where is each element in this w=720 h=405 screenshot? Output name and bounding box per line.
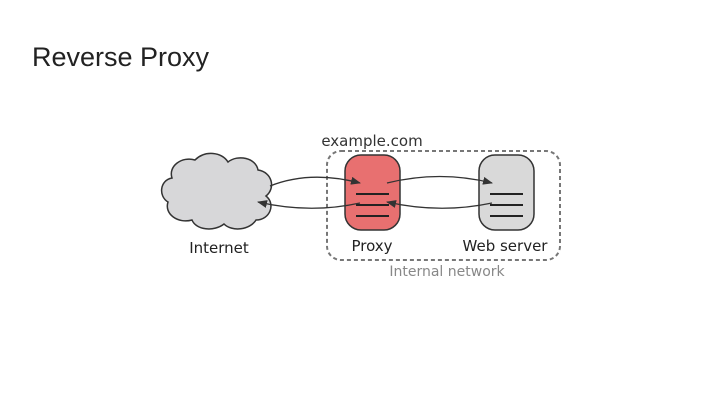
web-server-icon [478, 154, 535, 231]
internal-network-label: Internal network [389, 264, 505, 280]
slide-title: Reverse Proxy [32, 42, 210, 72]
arrow-internet-to-proxy [269, 176, 361, 187]
proxy-label: Proxy [351, 237, 392, 255]
domain-label: example.com [321, 132, 422, 150]
internet-label: Internet [189, 239, 249, 257]
proxy-server-icon [344, 154, 401, 231]
internal-network-boundary [326, 150, 561, 261]
web-server-label: Web server [463, 237, 549, 255]
arrow-proxy-to-internet [257, 200, 361, 209]
arrow-proxy-to-web-server [386, 175, 493, 185]
cloud-icon [160, 152, 273, 230]
arrow-web-server-to-proxy [386, 200, 493, 209]
